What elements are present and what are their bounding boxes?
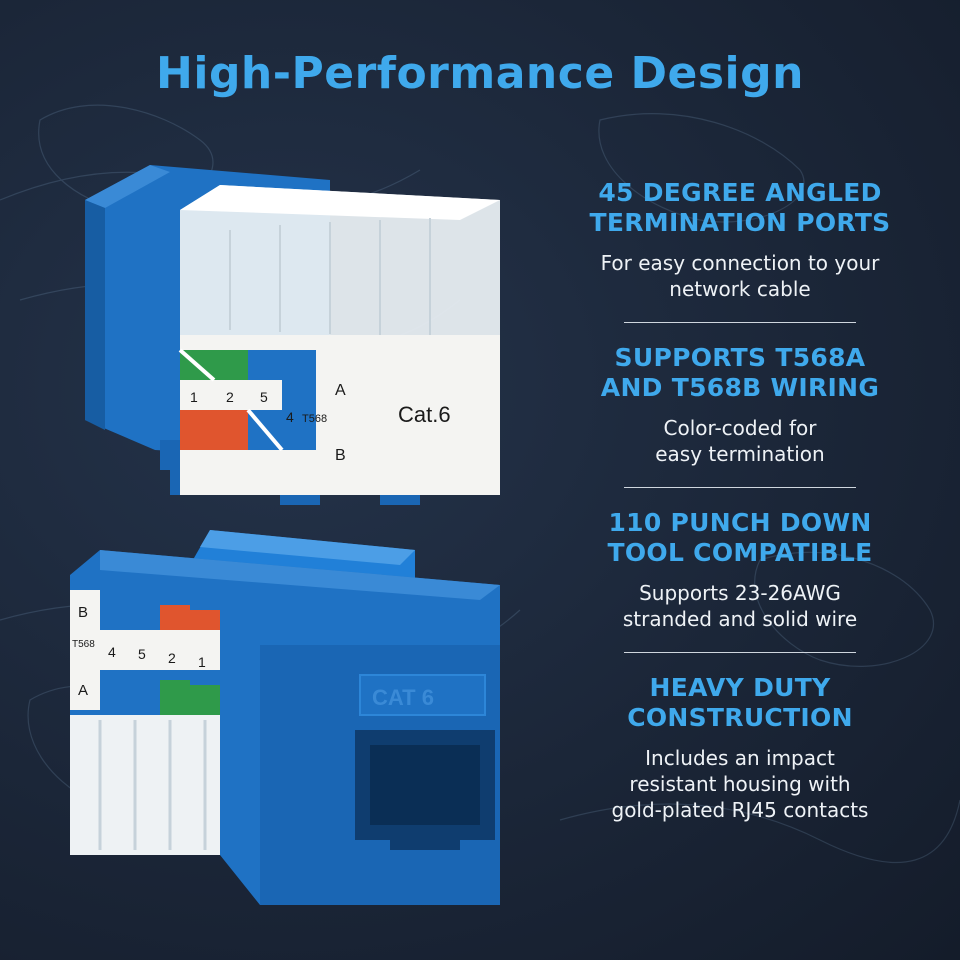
page-title: High-Performance Design	[156, 48, 804, 99]
standard-code-label-bottom: T568	[72, 639, 95, 650]
cat6-label: Cat.6	[398, 402, 451, 427]
standard-a-label: A	[335, 382, 346, 399]
feature-heavy-duty: Heavy Duty Construction Includes an impa…	[560, 673, 920, 823]
divider	[624, 487, 856, 488]
feature-description: Supports 23-26AWG stranded and solid wir…	[622, 581, 858, 631]
divider	[624, 322, 856, 323]
feature-description: For easy connection to your network cabl…	[600, 251, 880, 301]
features-list: 45 Degree Angled Termination Ports For e…	[560, 178, 920, 823]
pin-label-1: 1	[190, 389, 198, 405]
pin-label-4-bottom: 4	[108, 644, 116, 660]
feature-wiring-standards: Supports T568A and T568B Wiring Color-co…	[560, 343, 920, 467]
feature-angled-ports: 45 Degree Angled Termination Ports For e…	[560, 178, 920, 302]
standard-a-label-bottom: A	[78, 682, 88, 699]
feature-heading: Supports T568A and T568B Wiring	[600, 343, 880, 402]
divider	[624, 652, 856, 653]
feature-heading: 45 Degree Angled Termination Ports	[589, 178, 891, 237]
standard-b-label-bottom: B	[78, 604, 88, 621]
feature-heading: 110 Punch Down Tool Compatible	[607, 508, 873, 567]
pin-label-2-bottom: 2	[168, 650, 176, 666]
feature-description: Color-coded for easy termination	[655, 416, 825, 466]
pin-label-4: 4	[286, 409, 294, 425]
feature-punch-down-tool: 110 Punch Down Tool Compatible Supports …	[560, 508, 920, 632]
feature-description: Includes an impact resistant housing wit…	[611, 746, 869, 822]
keystone-jack-bottom-image: CAT 6 B T568 4 5 2 1 A	[70, 530, 500, 905]
pin-label-1-bottom: 1	[198, 654, 206, 670]
standard-b-label: B	[335, 447, 346, 464]
embossed-cat6-label: CAT 6	[372, 685, 434, 710]
standard-code-label: T568	[302, 413, 327, 425]
pin-label-5-bottom: 5	[138, 646, 146, 662]
pin-label-2: 2	[226, 389, 234, 405]
keystone-jack-top-image: 1 2 5 4 A T568 B Cat.6	[85, 165, 500, 505]
pin-label-5: 5	[260, 389, 268, 405]
feature-heading: Heavy Duty Construction	[627, 673, 853, 732]
